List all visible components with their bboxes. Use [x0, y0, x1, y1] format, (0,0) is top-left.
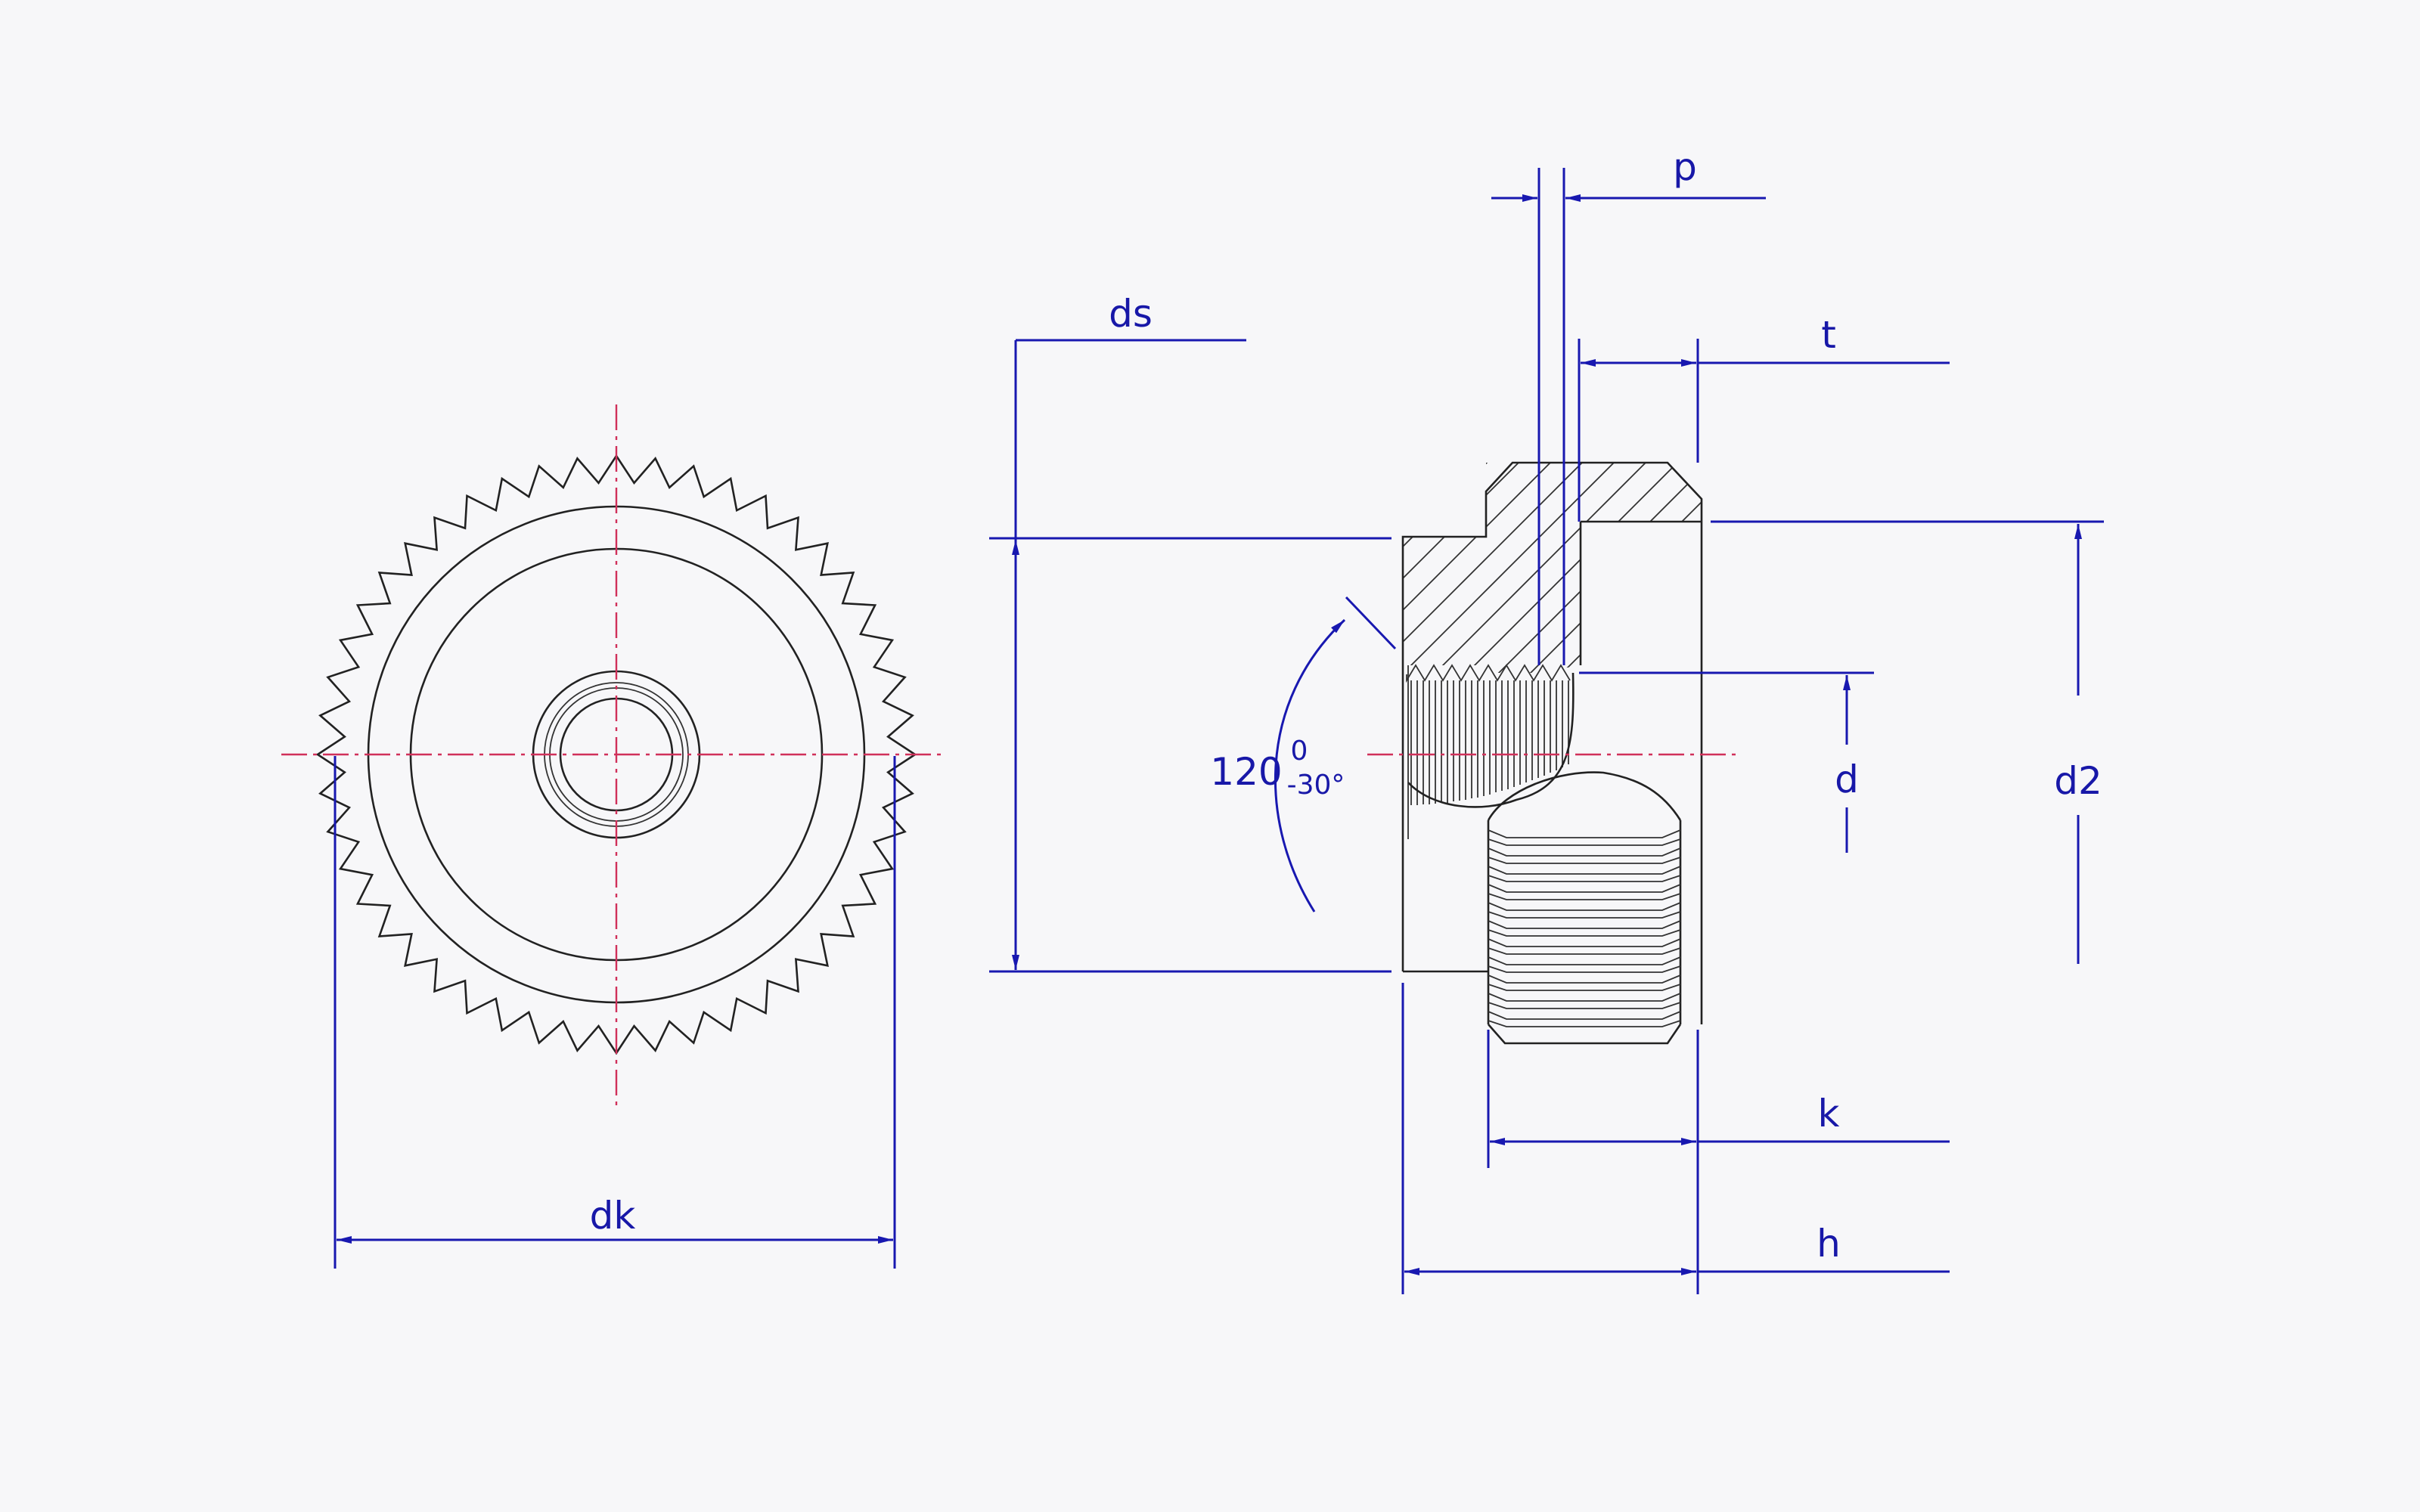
thread-root	[1488, 1020, 1681, 1027]
thread-root	[1488, 893, 1681, 900]
hatch-line	[1987, 454, 2290, 756]
angle-value-label: 120	[1210, 750, 1282, 794]
p-label: p	[1673, 145, 1697, 189]
thread-crest	[1488, 974, 1681, 984]
hatch-line	[1403, 463, 1592, 677]
hatch-line	[1924, 454, 2226, 756]
threaded-stud	[1487, 771, 1682, 1045]
hatch-line	[1542, 463, 1702, 677]
hatch-line	[1066, 454, 1369, 756]
t-label: t	[1821, 313, 1836, 357]
d-label: d	[1835, 758, 1859, 801]
thread-crest	[1488, 993, 1681, 1002]
hatch-line	[1403, 463, 1624, 677]
hatch-line	[1829, 454, 2131, 756]
angle-dimension: 120 0 -30°	[1210, 596, 1397, 912]
hatch-line	[1035, 454, 1337, 756]
hatch-line	[908, 454, 1210, 756]
knurl-zone-boundary	[1407, 672, 1575, 808]
hatch-line	[1403, 463, 1560, 677]
hatch-line	[1701, 463, 1702, 677]
thread-crest	[1488, 1011, 1681, 1020]
d2-label: d2	[2054, 759, 2102, 803]
ds-dimension: ds	[989, 292, 1392, 973]
thread-crest	[1488, 829, 1681, 838]
h-dimension: h	[1401, 983, 1950, 1294]
h-label: h	[1817, 1222, 1841, 1266]
hatch-line	[1098, 454, 1401, 756]
t-dimension: t	[1578, 313, 1950, 522]
hatch-line	[1733, 454, 2036, 756]
hatch-line	[1669, 463, 1702, 677]
hatch-line	[1860, 454, 2163, 756]
hatch-line	[1403, 463, 1433, 677]
thread-root	[1488, 929, 1681, 937]
hatch-line	[1415, 463, 1702, 677]
thread-root	[1488, 911, 1681, 919]
body-outline	[1401, 461, 1703, 1024]
thread-root	[1488, 984, 1681, 991]
thread-crest	[1488, 866, 1681, 875]
d2-dimension: d2	[1711, 520, 2104, 964]
hatch-line	[1892, 454, 2195, 756]
thread-root	[1488, 838, 1681, 846]
thread-crest	[1488, 920, 1681, 929]
side-view	[908, 454, 2322, 1045]
thread-crest	[1488, 847, 1681, 857]
angle-tolerance-upper: 0	[1291, 736, 1308, 767]
stud-threads	[1488, 829, 1681, 1027]
hatch-line	[2019, 454, 2322, 756]
front-view	[281, 404, 944, 1105]
angle-tolerance-lower: -30°	[1287, 770, 1345, 801]
thread-crest	[1488, 956, 1681, 965]
thread-crest	[1488, 902, 1681, 911]
ds-label: ds	[1109, 292, 1153, 336]
thread-root	[1488, 857, 1681, 864]
knurl-outline	[315, 454, 917, 1055]
thread-crest	[1488, 938, 1681, 947]
dk-dimension: dk	[334, 756, 896, 1269]
hatch-line	[1574, 463, 1702, 677]
hatch-line	[1797, 454, 2099, 756]
hatch-line	[1765, 454, 2068, 756]
p-dimension: p	[1491, 145, 1766, 665]
k-label: k	[1818, 1092, 1840, 1136]
hatch-line	[1003, 454, 1305, 756]
hatch-line	[1403, 463, 1655, 677]
hatch-line	[1956, 454, 2258, 756]
thread-root	[1488, 965, 1681, 973]
section-hatching	[908, 454, 2322, 756]
dk-label: dk	[590, 1194, 636, 1238]
knurl-zone-fill	[1407, 673, 1577, 810]
thread-crest	[1488, 884, 1681, 893]
hatch-line	[1637, 463, 1702, 677]
hatch-line	[1606, 463, 1702, 677]
thread-root	[1488, 1002, 1681, 1009]
k-dimension: k	[1487, 1030, 1950, 1294]
hatch-line	[939, 454, 1242, 756]
stud-chamfer-bottom	[1488, 1024, 1682, 1045]
hatch-line	[1403, 463, 1687, 677]
thread-root	[1488, 947, 1681, 955]
stud-top-dome	[1487, 771, 1682, 821]
d-dimension: d	[1579, 671, 1874, 853]
thread-root	[1488, 875, 1681, 882]
bore-teeth	[1406, 664, 1571, 683]
knurl-vertical-lines	[1410, 680, 1569, 805]
